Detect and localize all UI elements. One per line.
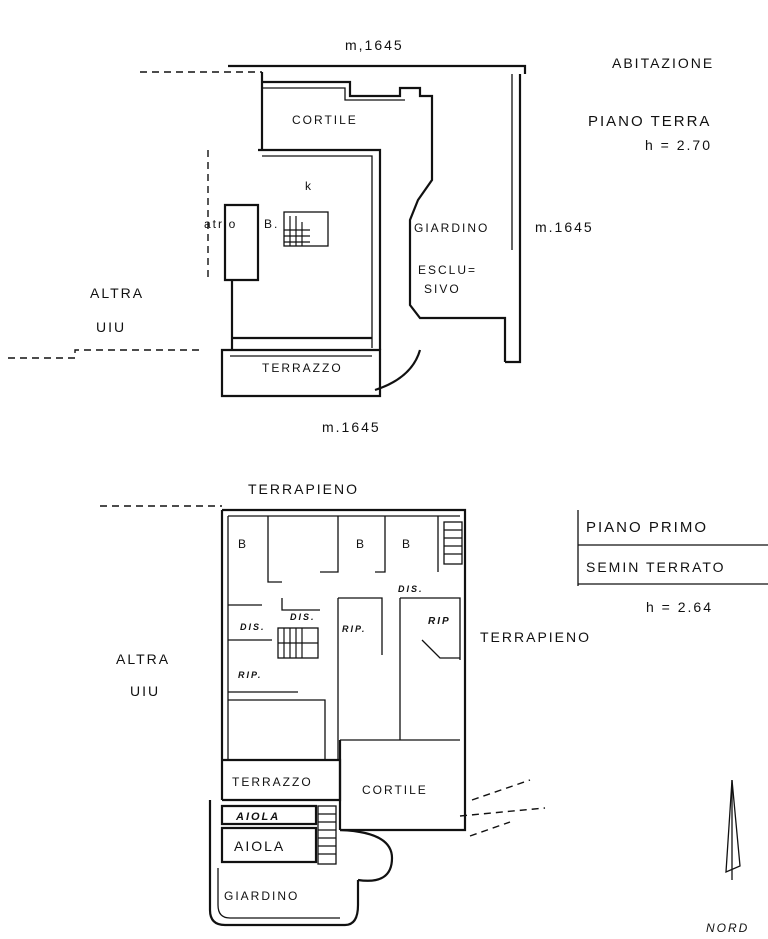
first-partition-3 <box>375 516 386 573</box>
first-garden-bay <box>339 828 394 882</box>
first-partition-14 <box>228 699 326 760</box>
neighbor-boundary-bottom <box>8 349 200 359</box>
first-room-rip2: RIP <box>428 616 451 627</box>
ground-stair <box>283 211 329 247</box>
ground-courtyard-inner <box>262 87 405 101</box>
first-stair-right <box>443 521 463 565</box>
first-room-terrazzo: TERRAZZO <box>232 775 313 789</box>
first-room-aiola-large: AIOLA <box>234 838 285 854</box>
ground-atrio-walls <box>223 203 260 282</box>
ground-room-esclusivo-2: SIVO <box>424 282 461 296</box>
first-terrapieno-top: TERRAPIENO <box>248 481 359 497</box>
first-room-b1: B <box>238 537 248 551</box>
first-room-rip1: RIP. <box>342 624 366 634</box>
ground-room-bath: B. <box>264 217 279 231</box>
first-stair-aiola <box>317 805 337 865</box>
first-garden-walls <box>208 800 360 927</box>
first-partition-10 <box>400 597 461 660</box>
first-room-giardino: GIARDINO <box>224 889 299 903</box>
ground-dim-right: m.1645 <box>535 219 594 235</box>
first-entrance-arrow-2 <box>459 807 546 817</box>
ground-title-piano-terra: PIANO TERRA <box>588 113 711 130</box>
ground-neighbor-uiu: UIU <box>96 319 126 335</box>
first-room-dis3: DIS. <box>398 584 424 594</box>
ground-title-abitazione: ABITAZIONE <box>612 55 714 71</box>
first-aiola-small <box>220 804 318 826</box>
first-outer-shell <box>222 508 467 832</box>
first-floor-plan: TERRAPIENO TERRAPIENO PIANO PRIMO SEMIN … <box>100 481 768 927</box>
first-height: h = 2.64 <box>646 599 713 615</box>
first-neighbor-uiu: UIU <box>130 683 160 699</box>
first-terrapieno-right: TERRAPIENO <box>480 629 591 645</box>
first-room-b3: B <box>402 537 412 551</box>
ground-garden-door-arc <box>374 349 422 392</box>
north-arrow: NORD <box>706 779 749 935</box>
ground-room-k: k <box>305 179 313 193</box>
north-label: NORD <box>706 921 749 935</box>
ground-dim-top: m,1645 <box>345 37 404 53</box>
first-title-seminterrato: SEMIN TERRATO <box>586 559 726 575</box>
ground-kitchen-walls <box>258 148 382 350</box>
first-room-dis2: DIS. <box>290 612 316 622</box>
first-room-rip3: RIP. <box>238 670 262 680</box>
ground-courtyard-wall <box>262 80 507 362</box>
ground-floor-plan: m,1645 m.1645 m.1645 ABITAZIONE PIANO TE… <box>8 37 714 435</box>
ground-room-cortile: CORTILE <box>292 113 358 127</box>
first-room-dis1: DIS. <box>240 622 266 632</box>
ground-room-esclusivo-1: ESCLU= <box>418 263 477 277</box>
ground-outer-right-wall <box>505 74 522 364</box>
ground-kitchen-inner <box>262 155 373 348</box>
first-partition-2 <box>320 516 339 573</box>
first-garden-inner <box>217 868 340 919</box>
first-neighbor-altra: ALTRA <box>116 651 170 667</box>
first-aiola-large <box>220 826 318 864</box>
first-partition-12 <box>421 639 460 659</box>
ground-room-atrio: atrio <box>204 217 237 231</box>
ground-neighbor-altra: ALTRA <box>90 285 144 301</box>
ground-outer-top-wall <box>228 64 527 74</box>
ground-room-giardino: GIARDINO <box>414 221 489 235</box>
ground-room-terrazzo: TERRAZZO <box>262 361 343 375</box>
north-arrow-head <box>725 779 741 874</box>
ground-terrace-walls <box>220 348 382 398</box>
first-stair-main <box>277 627 319 659</box>
first-entrance-arrow-3 <box>469 821 511 837</box>
first-partition-1 <box>267 516 282 583</box>
ground-height: h = 2.70 <box>645 137 712 153</box>
first-partition-8 <box>338 597 383 655</box>
first-partition-6 <box>281 598 320 611</box>
first-entrance-arrow-1 <box>471 779 531 801</box>
first-room-cortile: CORTILE <box>362 783 428 797</box>
ground-dim-bottom: m.1645 <box>322 419 381 435</box>
first-room-aiola-small: AIOLA <box>235 811 280 823</box>
first-title-piano-primo: PIANO PRIMO <box>586 519 708 536</box>
first-room-b2: B <box>356 537 366 551</box>
